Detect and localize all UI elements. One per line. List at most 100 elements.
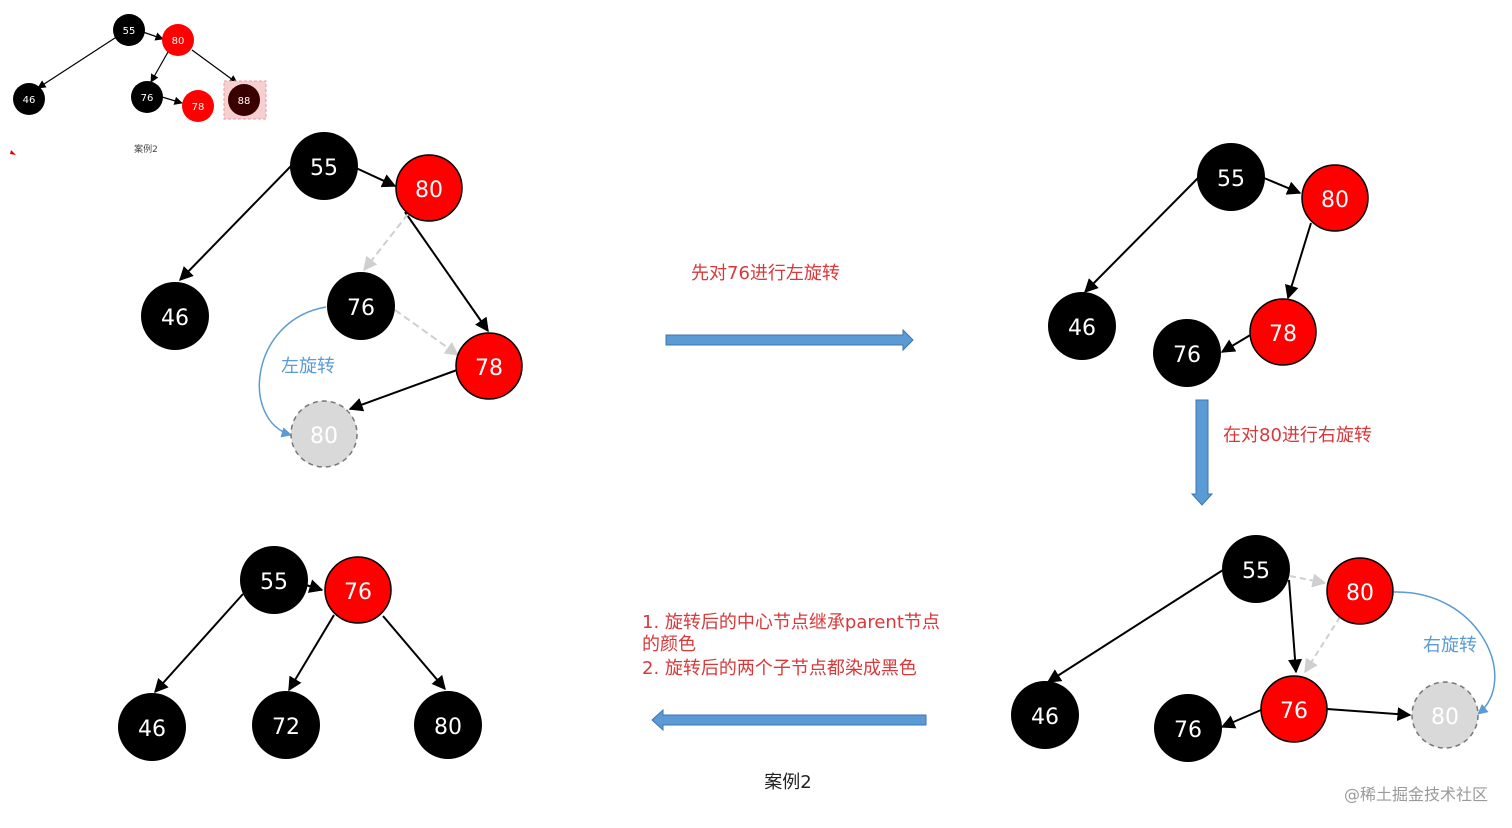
svg-text:46: 46 [161,306,189,331]
tree-node: 46 [13,83,45,115]
svg-text:55: 55 [260,570,288,595]
tree-edge [1288,579,1303,674]
diagram-4: 55 76 46 72 80 [118,546,482,761]
tree-node: 55 [290,132,358,200]
ghost-edge [1304,616,1341,674]
tree-node: 46 [118,693,186,761]
svg-text:88: 88 [238,96,251,107]
tree-node: 80 [1326,557,1394,625]
tree-node-ghost: 80 [290,400,358,468]
step-3-note-line-3: 2. 旋转后的两个子节点都染成黑色 [642,658,917,679]
svg-text:46: 46 [1068,316,1096,341]
tree-node: 78 [182,90,214,122]
tree-node: 55 [1222,535,1290,603]
step-3-arrow [651,708,927,732]
thumbnail-diagram: 55 80 46 76 78 88 案例2 [10,14,267,155]
tree-node: 46 [1011,681,1079,749]
diagram-2: 55 80 46 78 76 [1048,143,1369,387]
rotation-label: 右旋转 [1423,635,1477,656]
svg-text:76: 76 [141,93,154,104]
svg-text:46: 46 [23,95,36,106]
svg-text:76: 76 [344,580,372,605]
svg-text:46: 46 [1031,705,1059,730]
svg-text:46: 46 [138,717,166,742]
tree-node: 55 [113,14,145,46]
tree-edge [305,579,324,593]
ghost-edge [394,309,460,356]
tree-node: 76 [131,81,163,113]
svg-text:80: 80 [172,36,185,47]
tree-edge [1084,177,1199,293]
thumb-edge [142,31,164,41]
tree-node: 76 [1154,694,1222,762]
svg-text:80: 80 [415,178,443,203]
svg-text:80: 80 [310,424,338,449]
tree-edge [179,165,292,282]
step-1-arrow [665,328,914,352]
tree-edge [1285,222,1312,300]
tree-node: 76 [327,272,395,340]
svg-text:80: 80 [434,715,462,740]
tree-node: 80 [1301,164,1369,232]
svg-text:80: 80 [1321,188,1349,213]
svg-text:55: 55 [1217,167,1245,192]
svg-text:76: 76 [1280,699,1308,724]
step-1-label: 先对76进行左旋转 [691,263,840,284]
thumb-edge [191,49,238,84]
step-2-arrow [1190,399,1214,506]
svg-text:78: 78 [1269,322,1297,347]
tree-node: 72 [252,691,320,759]
tree-edge [1326,707,1412,722]
tree-edge [382,615,446,691]
tree-node: 46 [1048,292,1116,360]
svg-text:78: 78 [475,356,503,381]
tree-node: 80 [414,691,482,759]
ghost-edge [1289,573,1327,588]
rotation-label: 左旋转 [281,356,335,377]
thumb-mark [10,150,16,155]
ghost-edge [363,213,409,272]
svg-text:55: 55 [310,156,338,181]
diagram-1: 左旋转 55 80 46 76 78 80 [141,132,523,468]
svg-text:76: 76 [347,296,375,321]
svg-text:55: 55 [1242,559,1270,584]
tree-node: 55 [240,546,308,614]
tree-node: 88 [228,84,260,116]
tree-node: 55 [1197,143,1265,211]
rotation-curve [1393,591,1496,715]
tree-node: 80 [395,154,463,222]
diagram-3: 右旋转 55 80 46 76 76 80 [1011,535,1496,762]
tree-node: 76 [324,556,392,624]
svg-text:76: 76 [1174,718,1202,743]
tree-node: 78 [455,332,523,400]
thumb-edge [37,35,119,89]
svg-text:78: 78 [192,102,205,113]
tree-edge [288,614,335,692]
tree-node-ghost: 80 [1411,681,1479,749]
tree-edge [348,369,458,412]
svg-text:55: 55 [123,26,136,37]
tree-node: 76 [1153,319,1221,387]
tree-edge [1220,709,1262,729]
thumb-edge [161,96,183,105]
step-3-note-line-1: 1. 旋转后的中心节点继承parent节点 [642,612,940,633]
tree-edge [1046,569,1224,683]
watermark: @稀土掘金技术社区 [1344,785,1488,804]
tree-edge [1220,333,1253,353]
step-3-note-line-2: 的颜色 [642,634,696,655]
tree-node: 80 [162,24,194,56]
svg-text:72: 72 [272,715,300,740]
thumb-edge [150,51,169,83]
caption: 案例2 [764,772,811,793]
tree-node: 46 [141,282,209,350]
tree-node: 78 [1249,298,1317,366]
tree-edge [355,167,397,188]
thumbnail-caption: 案例2 [134,143,158,155]
tree-edge [1263,177,1302,195]
tree-edge [404,211,489,333]
rotation-curve [258,306,327,438]
svg-text:80: 80 [1431,705,1459,730]
tree-node: 76 [1260,675,1328,743]
tree-edge [154,593,244,694]
